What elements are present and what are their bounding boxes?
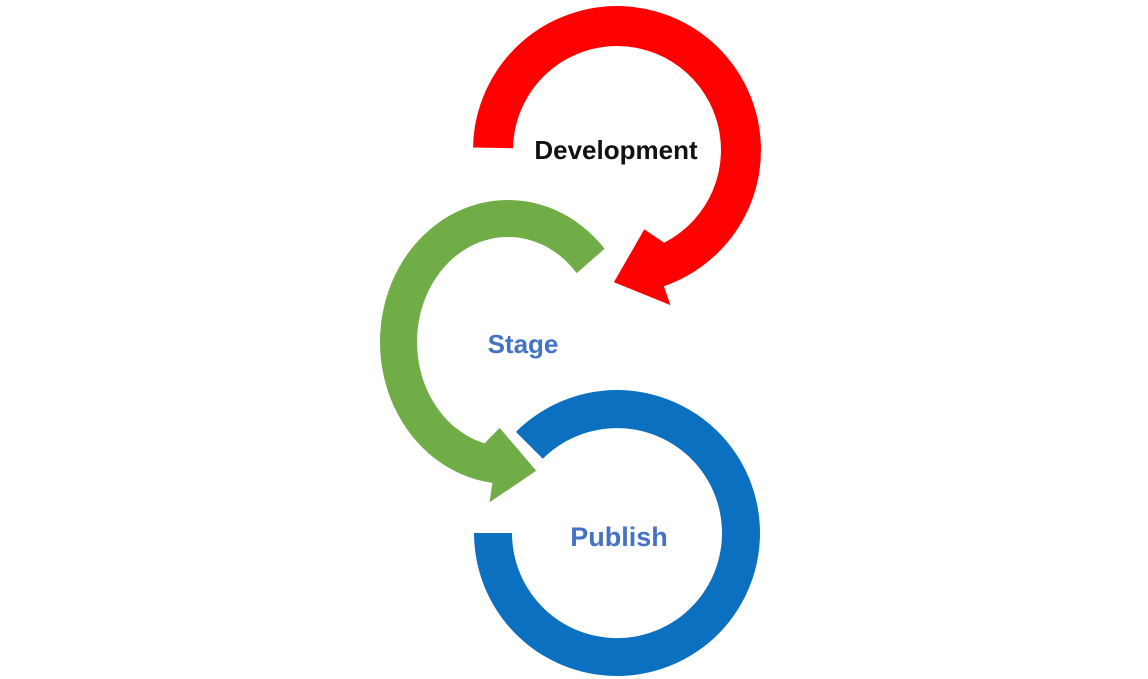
publish-stage-group: Publish	[474, 390, 761, 677]
publish-label: Publish	[570, 522, 668, 552]
development-stage-group: Development	[473, 6, 761, 306]
stage-circular-arrow-icon	[379, 199, 605, 503]
development-label: Development	[534, 135, 698, 165]
stage-label: Stage	[488, 329, 559, 359]
development-circular-arrow-icon	[473, 6, 761, 306]
stage-stage-group: Stage	[379, 199, 605, 503]
